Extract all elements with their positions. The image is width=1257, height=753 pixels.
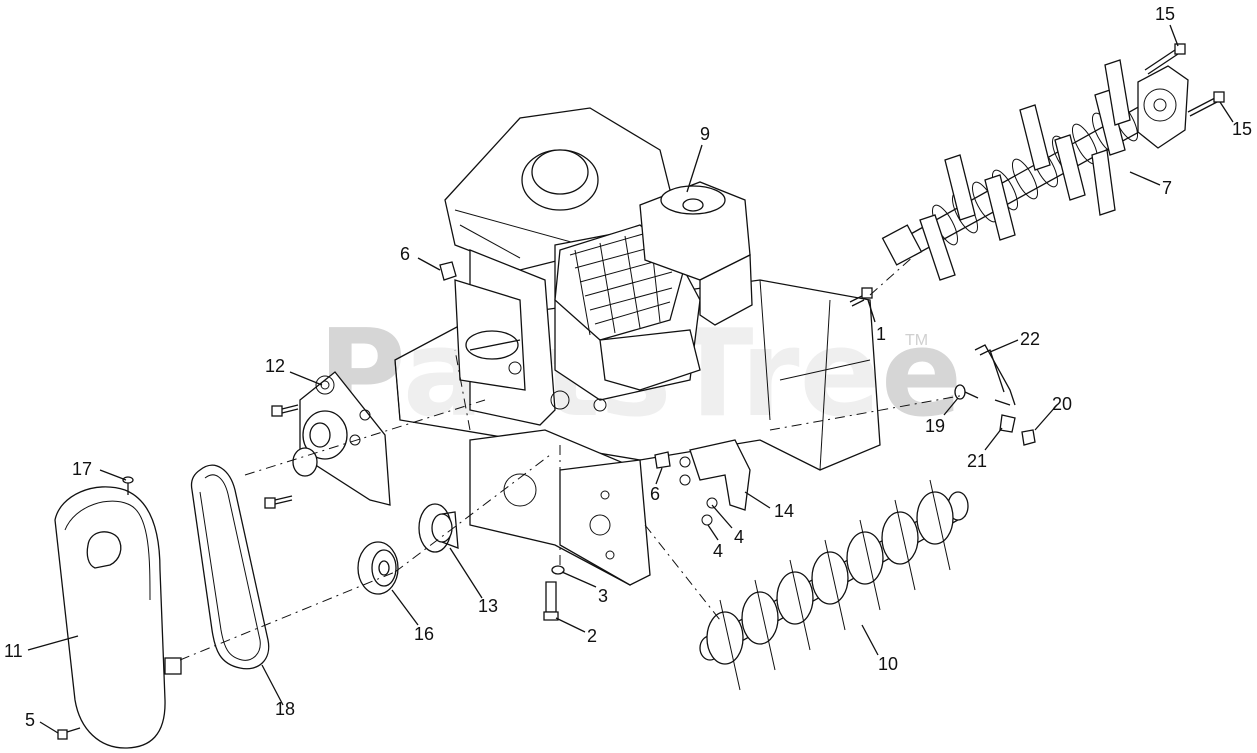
bolt-19 — [954, 384, 979, 400]
bolt-upper — [271, 404, 299, 417]
drive-pulley — [357, 541, 399, 595]
bolt-lower — [264, 495, 293, 509]
callout-labels: 15 15 9 7 6 1 22 12 20 19 21 17 6 14 4 4… — [4, 4, 1252, 730]
callout-22: 22 — [1020, 329, 1040, 349]
watermark-trademark: TM — [905, 332, 928, 349]
callout-11: 11 — [4, 641, 23, 661]
callout-15-top: 15 — [1155, 4, 1175, 24]
callout-15-right: 15 — [1232, 119, 1252, 139]
belt-guard — [54, 486, 182, 749]
callout-6-upper: 6 — [400, 244, 410, 264]
callout-6-lower: 6 — [650, 484, 660, 504]
washer-3 — [551, 565, 565, 575]
callout-21: 21 — [967, 451, 987, 471]
screw-5 — [57, 727, 81, 740]
clip-21 — [999, 414, 1016, 433]
callout-5: 5 — [25, 710, 35, 730]
mounting-bracket-14 — [679, 439, 751, 526]
rod-22 — [974, 344, 1016, 406]
callout-3: 3 — [598, 586, 608, 606]
callout-9: 9 — [700, 124, 710, 144]
engine — [444, 107, 753, 426]
spring-tine-reel — [699, 479, 969, 691]
nut-20 — [1021, 429, 1036, 446]
callout-18: 18 — [275, 699, 295, 719]
callout-1: 1 — [876, 324, 886, 344]
bolt-15-top — [1144, 43, 1186, 75]
callout-14: 14 — [774, 501, 794, 521]
drive-belt — [190, 464, 270, 670]
nut-6-lower — [654, 451, 671, 469]
callout-20: 20 — [1052, 394, 1072, 414]
callout-12: 12 — [265, 356, 285, 376]
dethatcher-reel — [881, 59, 1189, 281]
callout-19: 19 — [925, 416, 945, 436]
nut-6-upper — [439, 261, 457, 281]
callout-10: 10 — [878, 654, 898, 674]
side-plate — [469, 429, 651, 586]
engine-pulley — [418, 503, 459, 553]
leader-lines — [27, 24, 1234, 734]
bolt-15-right — [1187, 91, 1225, 117]
callout-16: 16 — [414, 624, 434, 644]
engine-air-filter — [639, 181, 753, 326]
callout-4-right: 4 — [734, 527, 744, 547]
assembly-axis-lines — [179, 254, 966, 661]
callout-7: 7 — [1162, 178, 1172, 198]
callout-17: 17 — [72, 459, 92, 479]
bolt-2 — [543, 581, 559, 621]
callout-4-left: 4 — [713, 541, 723, 561]
callout-2: 2 — [587, 626, 597, 646]
screw-17 — [122, 476, 134, 495]
callout-13: 13 — [478, 596, 498, 616]
